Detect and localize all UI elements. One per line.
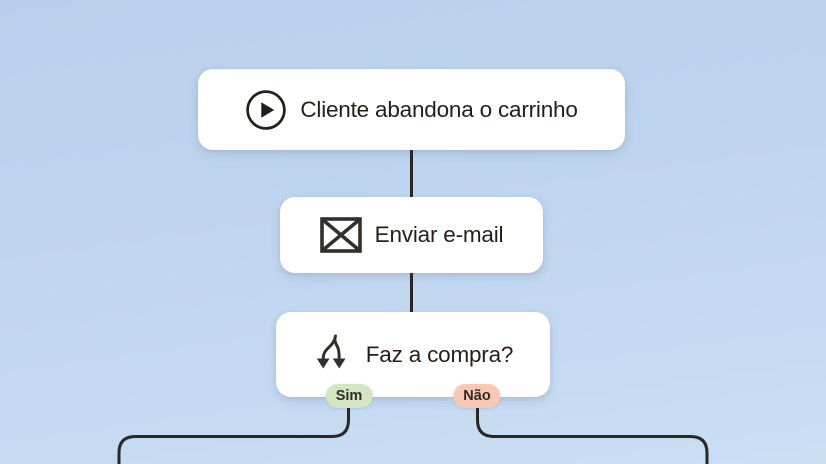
node-label: Cliente abandona o carrinho <box>300 96 578 122</box>
node-label: Enviar e-mail <box>374 222 504 247</box>
node-send-email[interactable]: Enviar e-mail <box>280 197 543 273</box>
branch-badge-no: Não <box>453 384 501 408</box>
branch-split-icon <box>313 334 353 376</box>
node-label: Faz a compra? <box>365 341 514 367</box>
branch-line-no <box>476 388 709 464</box>
branch-badge-yes: Sim <box>325 384 373 408</box>
node-decision[interactable]: Faz a compra? <box>276 312 550 397</box>
node-trigger[interactable]: Cliente abandona o carrinho <box>198 69 625 150</box>
branch-line-yes <box>117 388 350 464</box>
play-circle-icon <box>245 89 287 131</box>
envelope-icon <box>319 217 362 253</box>
